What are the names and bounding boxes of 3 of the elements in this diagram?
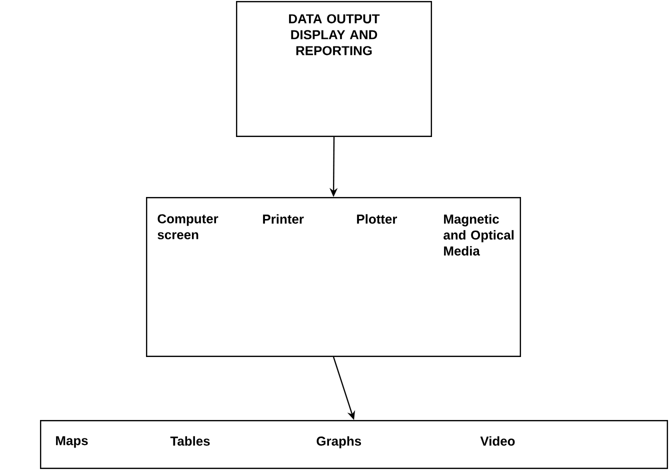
process-box: Computer screen Printer Plotter Magnetic and Optical Media (146, 197, 521, 357)
process-box: DATA OUTPUT DISPLAY AND REPORTING (236, 1, 432, 137)
process-box: Maps Tables Graphs Video (40, 420, 668, 469)
